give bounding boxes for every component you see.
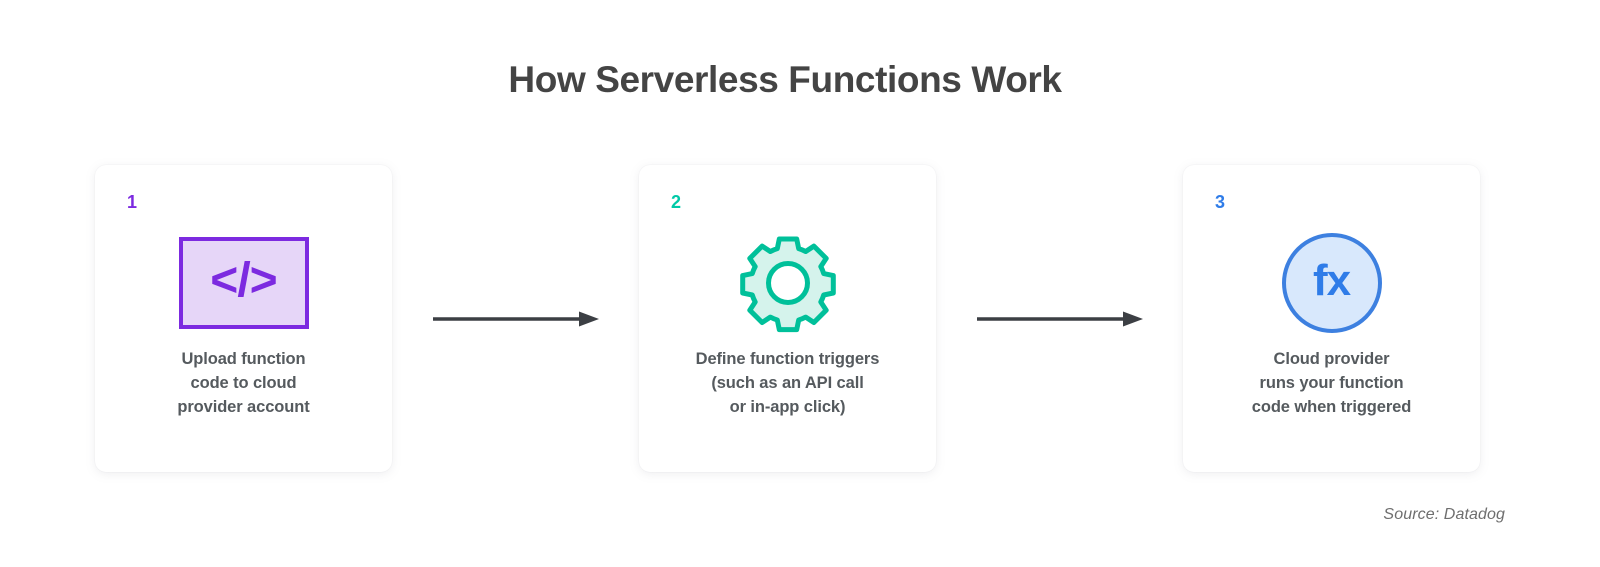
step-caption-1: Upload function code to cloud provider a… bbox=[95, 347, 392, 419]
fx-function-icon: fx bbox=[1281, 233, 1382, 333]
arrow-step2-to-step3 bbox=[975, 165, 1145, 472]
step-caption-3-line-2: runs your function bbox=[1259, 374, 1404, 393]
step-card-3: 3 fx Cloud provider runs your function c… bbox=[1183, 165, 1480, 472]
step-number-2: 2 bbox=[671, 192, 682, 212]
step-card-1: 1 </> Upload function code to cloud prov… bbox=[95, 165, 392, 472]
step-icon-2 bbox=[639, 227, 936, 339]
step-caption-3: Cloud provider runs your function code w… bbox=[1183, 347, 1480, 419]
step-caption-1-line-1: Upload function bbox=[181, 350, 306, 368]
arrow-step1-to-step2 bbox=[431, 165, 601, 472]
code-brackets-icon: </> bbox=[178, 237, 309, 329]
step-caption-1-line-3: provider account bbox=[177, 398, 310, 417]
step-caption-3-line-1: Cloud provider bbox=[1273, 350, 1390, 368]
step-caption-1-line-2: code to cloud bbox=[190, 374, 297, 393]
gear-icon bbox=[739, 236, 836, 333]
fx-glyph: fx bbox=[1312, 256, 1351, 305]
step-caption-2-line-1: Define function triggers bbox=[695, 350, 880, 368]
step-card-2: 2 Define function triggers (such as an A… bbox=[639, 165, 936, 472]
step-caption-2: Define function triggers (such as an API… bbox=[639, 347, 936, 419]
step-icon-3: fx bbox=[1183, 227, 1480, 339]
step-caption-2-line-2: (such as an API call bbox=[711, 374, 864, 393]
step-icon-1: </> bbox=[95, 227, 392, 339]
source-attribution: Source: Datadog bbox=[1383, 506, 1505, 523]
step-number-3: 3 bbox=[1215, 192, 1226, 212]
code-brackets-glyph: </> bbox=[210, 254, 277, 307]
flow-diagram: 1 </> Upload function code to cloud prov… bbox=[95, 165, 1480, 475]
page-title: How Serverless Functions Work bbox=[508, 59, 1062, 100]
step-number-1: 1 bbox=[127, 192, 138, 212]
step-caption-3-line-3: code when triggered bbox=[1251, 398, 1412, 417]
step-caption-2-line-3: or in-app click) bbox=[729, 398, 846, 417]
